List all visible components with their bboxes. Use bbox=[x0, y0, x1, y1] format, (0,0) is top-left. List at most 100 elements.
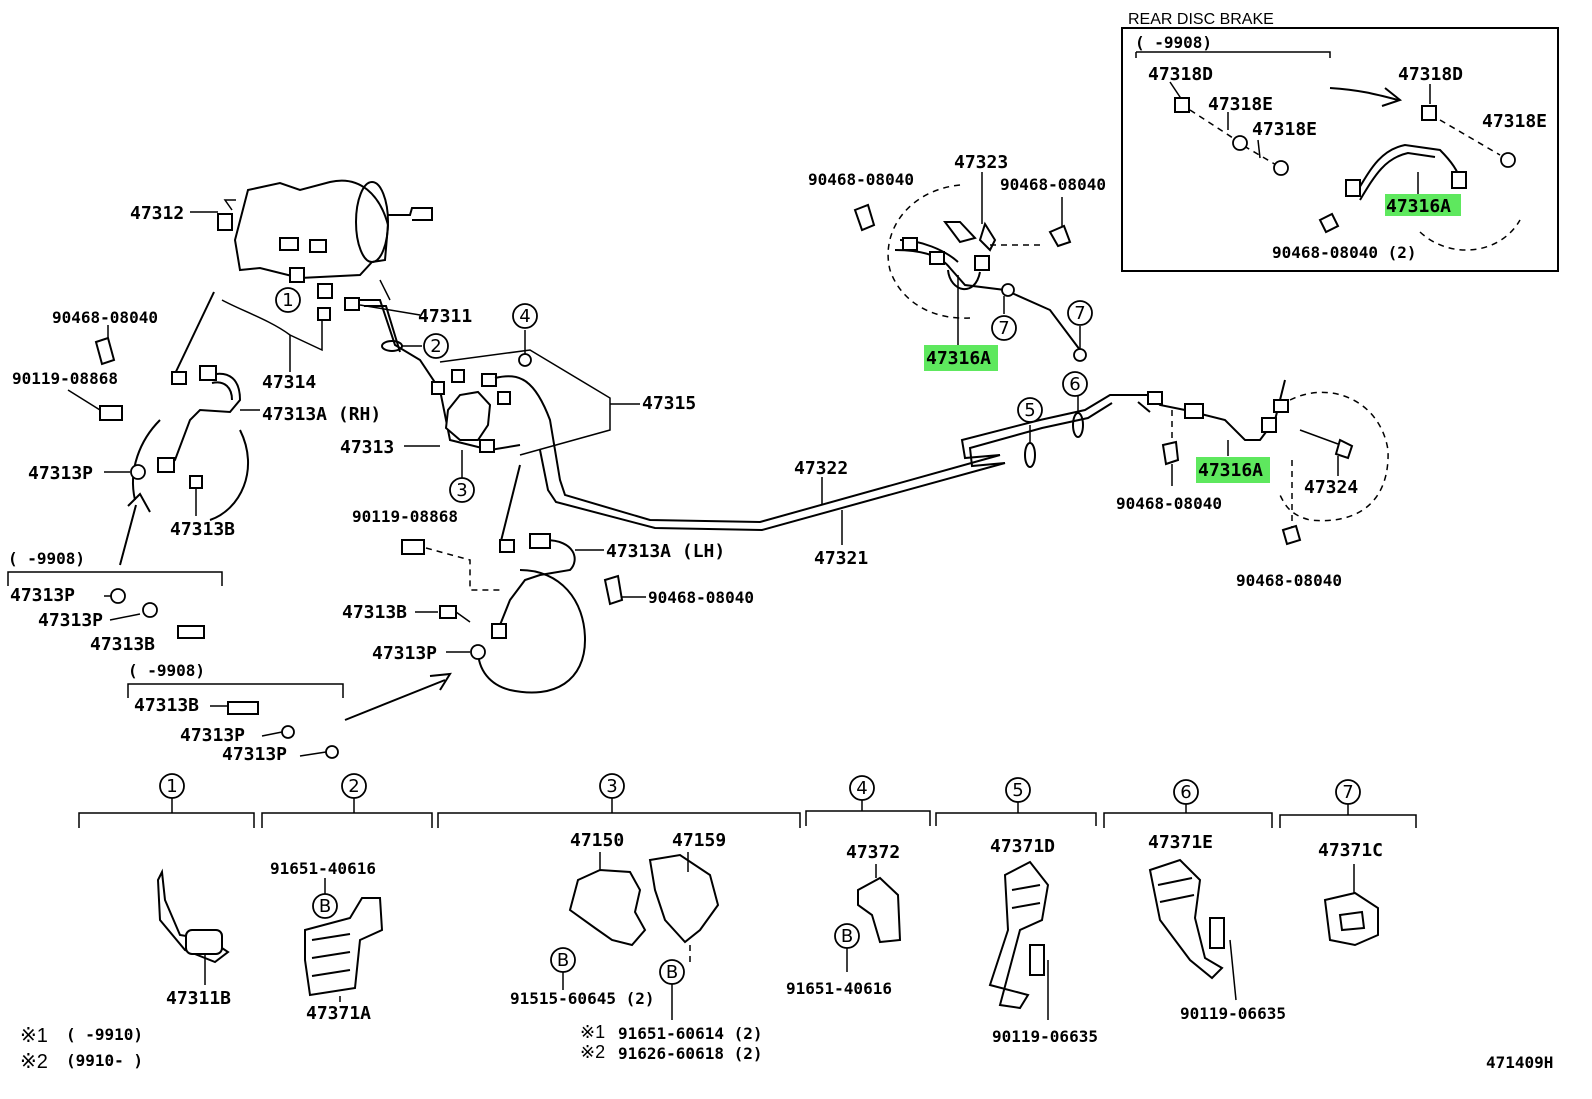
label-47313A-rh: 47313A (RH) bbox=[262, 404, 381, 425]
section-2-number: 2 bbox=[348, 776, 359, 797]
section-3-label-47159: 47159 bbox=[672, 830, 726, 851]
label-47321: 47321 bbox=[814, 548, 868, 569]
valve-47150-icon bbox=[568, 868, 647, 947]
inset-label-47318D-b: 47318D bbox=[1398, 64, 1463, 85]
bracket-47159-icon bbox=[648, 853, 720, 944]
part-note-2-mark: ※2 bbox=[580, 1042, 605, 1062]
section-6-number: 6 bbox=[1180, 782, 1191, 803]
callout-2: 2 bbox=[430, 336, 441, 357]
label-90468-a: 90468-08040 bbox=[52, 308, 158, 327]
inset-arrow-icon bbox=[1381, 87, 1403, 107]
label-47314: 47314 bbox=[262, 372, 316, 393]
section-7-label-47371C: 47371C bbox=[1318, 840, 1383, 861]
label-90119-b: 90119-08868 bbox=[352, 507, 458, 526]
clamp-47371E-icon bbox=[1148, 858, 1224, 980]
clamp-47371D-icon bbox=[988, 860, 1050, 1010]
section-3-number: 3 bbox=[606, 776, 617, 797]
inset-label-47316A: 47316A bbox=[1386, 196, 1451, 217]
group1-range: ( -9908) bbox=[8, 549, 85, 568]
inset-brake-hose-icon bbox=[1354, 143, 1461, 196]
bracket-47315 bbox=[439, 349, 611, 456]
label-47323: 47323 bbox=[954, 152, 1008, 173]
section-7: 7 47371C bbox=[1279, 779, 1417, 947]
inset-washer-icon-2 bbox=[1273, 160, 1289, 176]
main-assembly bbox=[7, 172, 1389, 759]
inset-label-90468: 90468-08040 (2) bbox=[1272, 243, 1417, 262]
inset-bolt-icon-2 bbox=[1421, 105, 1437, 121]
label-47313A-lh: 47313A (LH) bbox=[606, 541, 725, 562]
proportioning-valve-icon bbox=[444, 390, 492, 441]
section-2: 2 91651-40616 B 47371A bbox=[261, 773, 433, 1024]
callout-4: 4 bbox=[519, 306, 530, 327]
section-6-label-90119: 90119-06635 bbox=[1180, 1004, 1286, 1023]
section-4: 4 47372 B 91651-40616 bbox=[786, 775, 931, 998]
section-4-label-91651: 91651-40616 bbox=[786, 979, 892, 998]
inset-date-range: ( -9908) bbox=[1135, 33, 1212, 52]
inset-label-47318E-c: 47318E bbox=[1482, 111, 1547, 132]
footnotes: ※1 ( -9910) ※2 (9910- ) ※1 91651-60614 (… bbox=[20, 1022, 1553, 1073]
bolt-icon-2 bbox=[1029, 944, 1045, 976]
bottom-sections: 1 47311B 2 91651-40616 B 47371A 3 bbox=[78, 773, 1417, 1046]
section-5: 5 47371D 90119-06635 bbox=[935, 777, 1098, 1046]
highlight-47316A-b bbox=[1196, 457, 1270, 483]
section-3: 3 47150 47159 B B 91515-60645 (2) bbox=[437, 773, 801, 1020]
label-47316A-a: 47316A bbox=[926, 348, 991, 369]
clamp-47371A-icon bbox=[304, 897, 384, 997]
section-6-label-47371E: 47371E bbox=[1148, 832, 1213, 853]
diagram-code: 471409H bbox=[1486, 1053, 1553, 1072]
section-6: 6 47371E 90119-06635 bbox=[1103, 779, 1286, 1023]
callout-6: 6 bbox=[1069, 374, 1080, 395]
section-2-label-47371A: 47371A bbox=[306, 1003, 371, 1024]
callout-3: 3 bbox=[456, 480, 467, 501]
section-7-number: 7 bbox=[1342, 782, 1353, 803]
rear-brake-line bbox=[494, 375, 1001, 524]
highlight-47316A-a bbox=[924, 345, 998, 371]
bolt-icon bbox=[99, 405, 123, 421]
arrow-up-icon bbox=[127, 492, 151, 513]
section-1-number: 1 bbox=[166, 776, 177, 797]
label-47313P-a: 47313P bbox=[28, 463, 93, 484]
group2-item-47313B: 47313B bbox=[134, 695, 199, 716]
label-47311: 47311 bbox=[418, 306, 472, 327]
group1-item-47313P-b: 47313P bbox=[38, 610, 103, 631]
group1-item-47313P-a: 47313P bbox=[10, 585, 75, 606]
inset-highlight-47316A bbox=[1385, 194, 1461, 216]
label-90119-a: 90119-08868 bbox=[12, 369, 118, 388]
label-47312: 47312 bbox=[130, 203, 184, 224]
section-5-number: 5 bbox=[1012, 780, 1023, 801]
section-3-label-91515: 91515-60645 (2) bbox=[510, 989, 655, 1008]
clamp-47372-icon bbox=[857, 876, 902, 944]
arrow-right-icon bbox=[429, 672, 452, 691]
main-labels: 47312 47311 47314 47313 47315 47313A (RH… bbox=[8, 152, 1358, 765]
group2-item-47313P-b: 47313P bbox=[222, 744, 287, 765]
note-1-mark: ※1 bbox=[20, 1025, 48, 1047]
section-3-label-47150: 47150 bbox=[570, 830, 624, 851]
section-4-number: 4 bbox=[856, 778, 867, 799]
label-47313B-a: 47313B bbox=[170, 519, 235, 540]
note-2-range: (9910- ) bbox=[66, 1051, 143, 1070]
label-47315: 47315 bbox=[642, 393, 696, 414]
clip-icon bbox=[853, 203, 876, 232]
rear-disc-brake-inset: REAR DISC BRAKE ( -9908) 47318D 47318E 4… bbox=[1121, 11, 1559, 272]
label-47313: 47313 bbox=[340, 437, 394, 458]
label-47313B-b: 47313B bbox=[342, 602, 407, 623]
inset-bolt-icon bbox=[1174, 97, 1190, 113]
section-2-b-marker: B bbox=[319, 896, 331, 917]
note-1-range: ( -9910) bbox=[66, 1025, 143, 1044]
inset-label-47318E-b: 47318E bbox=[1252, 119, 1317, 140]
inset-label-47318E-a: 47318E bbox=[1208, 94, 1273, 115]
section-1: 1 47311B bbox=[78, 773, 255, 1009]
inset-frame bbox=[1121, 27, 1559, 272]
label-90468-d: 90468-08040 bbox=[1000, 175, 1106, 194]
label-90468-b: 90468-08040 bbox=[648, 588, 754, 607]
group2-range: ( -9908) bbox=[128, 661, 205, 680]
section-1-label: 47311B bbox=[166, 988, 231, 1009]
section-3-b-marker-2: B bbox=[666, 962, 678, 983]
section-5-label-47371D: 47371D bbox=[990, 836, 1055, 857]
label-47324: 47324 bbox=[1304, 477, 1358, 498]
section-4-b-marker: B bbox=[841, 926, 853, 947]
label-90468-f: 90468-08040 bbox=[1236, 571, 1342, 590]
callout-circles: 1 2 3 4 5 6 7 7 bbox=[275, 287, 1093, 503]
note-2-mark: ※2 bbox=[20, 1051, 48, 1073]
section-2-label-91651: 91651-40616 bbox=[270, 859, 376, 878]
